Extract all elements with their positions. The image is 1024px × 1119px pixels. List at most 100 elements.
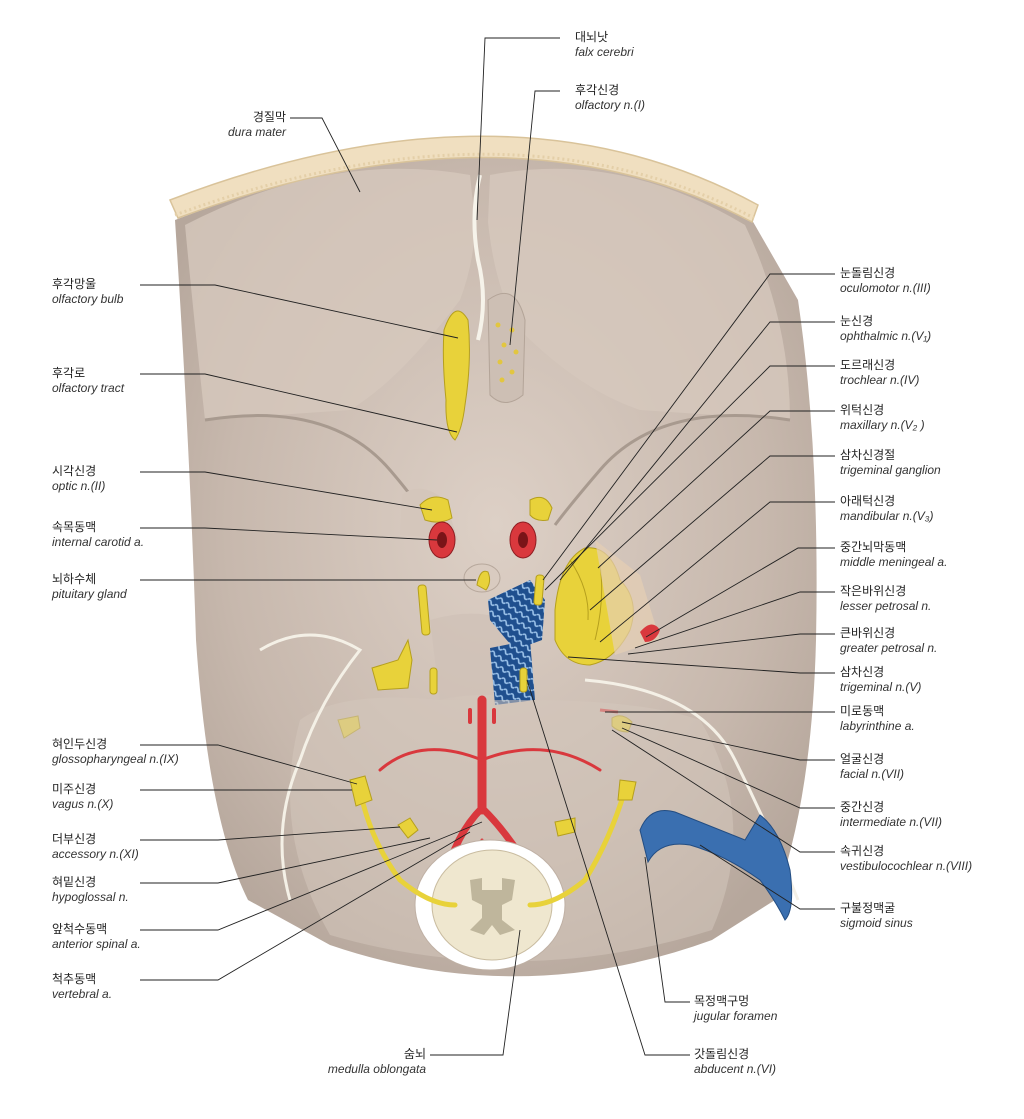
label-kr: 눈신경 bbox=[840, 314, 874, 328]
leader-lines bbox=[140, 37, 835, 1056]
label-kr: 목정맥구멍 bbox=[694, 994, 750, 1008]
cavernous-sinus bbox=[488, 580, 545, 650]
olfactory-foramina bbox=[495, 322, 519, 383]
anterior-cranial-fossa bbox=[185, 168, 475, 420]
label-en: olfactory bulb bbox=[52, 292, 124, 306]
label-lesser-petrosal: 작은바위신경 lesser petrosal n. bbox=[840, 584, 931, 614]
label-mandibular: 아래턱신경 mandibular n.(V₃) bbox=[840, 494, 933, 524]
label-kr: 후각망울 bbox=[52, 277, 97, 291]
label-en: internal carotid a. bbox=[52, 535, 145, 549]
label-ophthalmic: 눈신경 ophthalmic n.(V₁) bbox=[840, 314, 931, 344]
label-kr: 숨뇌 bbox=[403, 1047, 426, 1061]
label-abducent: 갓돌림신경 abducent n.(VI) bbox=[694, 1047, 776, 1077]
label-kr: 혀밑신경 bbox=[52, 875, 97, 889]
label-kr: 대뇌낫 bbox=[575, 30, 609, 44]
label-en: abducent n.(VI) bbox=[694, 1062, 777, 1076]
label-kr: 앞척수동맥 bbox=[52, 922, 108, 936]
label-en: optic n.(II) bbox=[52, 479, 106, 493]
label-en: ophthalmic n.(V₁) bbox=[840, 329, 932, 343]
posterior-cranial-fossa bbox=[290, 697, 734, 962]
label-en: oculomotor n.(III) bbox=[840, 281, 931, 295]
label-oculomotor: 눈돌림신경 oculomotor n.(III) bbox=[840, 266, 931, 296]
label-en: accessory n.(XI) bbox=[52, 847, 139, 861]
label-trochlear: 도르래신경 trochlear n.(IV) bbox=[840, 358, 919, 388]
label-vertebral: 척추동맥 vertebral a. bbox=[52, 972, 112, 1002]
label-middle-meningeal: 중간뇌막동맥 middle meningeal a. bbox=[840, 540, 947, 570]
label-kr: 눈돌림신경 bbox=[840, 266, 896, 280]
label-accessory: 더부신경 accessory n.(XI) bbox=[52, 832, 139, 862]
label-kr: 얼굴신경 bbox=[840, 752, 885, 766]
label-kr: 척추동맥 bbox=[52, 972, 97, 986]
label-en: dura mater bbox=[227, 125, 286, 139]
label-olfactory-bulb: 후각망울 olfactory bulb bbox=[52, 277, 123, 307]
label-en: trigeminal ganglion bbox=[840, 463, 941, 477]
label-kr: 위턱신경 bbox=[840, 403, 885, 417]
label-en: medulla oblongata bbox=[327, 1062, 426, 1076]
label-kr: 속목동맥 bbox=[52, 520, 97, 534]
label-vestibulocochlear: 속귀신경 vestibulocochlear n.(VIII) bbox=[840, 844, 972, 874]
label-pituitary: 뇌하수체 pituitary gland bbox=[52, 572, 127, 602]
lower-cranial-nerves bbox=[357, 787, 628, 908]
label-optic-nerve: 시각신경 optic n.(II) bbox=[52, 464, 105, 494]
label-kr: 중간뇌막동맥 bbox=[840, 540, 907, 554]
label-kr: 미주신경 bbox=[52, 782, 97, 796]
label-glossopharyngeal: 혀인두신경 glossopharyngeal n.(IX) bbox=[52, 737, 179, 767]
middle-meningeal-artery bbox=[640, 624, 660, 642]
label-en: pituitary gland bbox=[52, 587, 127, 601]
label-en: facial n.(VII) bbox=[840, 767, 905, 781]
middle-fossa-dura-flap bbox=[595, 540, 660, 655]
label-olfactory-tract: 후각로 olfactory tract bbox=[52, 366, 124, 396]
label-en: vestibulocochlear n.(VIII) bbox=[840, 859, 973, 873]
label-anterior-spinal: 앞척수동맥 anterior spinal a. bbox=[52, 922, 141, 952]
label-kr: 혀인두신경 bbox=[52, 737, 108, 751]
label-greater-petrosal: 큰바위신경 greater petrosal n. bbox=[840, 626, 937, 656]
label-en: sigmoid sinus bbox=[840, 916, 913, 930]
label-kr: 후각로 bbox=[52, 366, 86, 380]
label-en: jugular foramen bbox=[694, 1009, 778, 1023]
olfactory-bulb bbox=[442, 310, 470, 441]
optic-nerve-right bbox=[529, 496, 553, 521]
label-en: trochlear n.(IV) bbox=[840, 373, 920, 387]
label-kr: 경질막 bbox=[252, 110, 286, 124]
label-intermediate: 중간신경 intermediate n.(VII) bbox=[840, 800, 942, 830]
label-medulla: 숨뇌 medulla oblongata bbox=[310, 1047, 426, 1077]
label-trigeminal-ganglion: 삼차신경절 trigeminal ganglion bbox=[840, 448, 941, 478]
label-dura-mater: 경질막 dura mater bbox=[200, 110, 286, 140]
label-en: greater petrosal n. bbox=[840, 641, 938, 655]
calvaria-rim bbox=[168, 135, 759, 224]
label-kr: 도르래신경 bbox=[840, 358, 896, 372]
label-kr: 후각신경 bbox=[575, 83, 620, 97]
label-falx-cerebri: 대뇌낫 falx cerebri bbox=[575, 30, 634, 60]
label-en: intermediate n.(VII) bbox=[840, 815, 943, 829]
label-kr: 갓돌림신경 bbox=[694, 1047, 750, 1061]
cribriform-plate bbox=[487, 292, 526, 403]
label-kr: 작은바위신경 bbox=[840, 584, 907, 598]
label-facial: 얼굴신경 facial n.(VII) bbox=[840, 752, 904, 782]
label-kr: 더부신경 bbox=[52, 832, 97, 846]
label-vagus: 미주신경 vagus n.(X) bbox=[52, 782, 113, 812]
label-sigmoid-sinus: 구불정맥굴 sigmoid sinus bbox=[840, 901, 913, 931]
label-en: mandibular n.(V₃) bbox=[840, 509, 934, 523]
label-en: vagus n.(X) bbox=[52, 797, 114, 811]
label-labyrinthine: 미로동맥 labyrinthine a. bbox=[840, 704, 915, 734]
label-en: trigeminal n.(V) bbox=[840, 680, 922, 694]
label-trigeminal-nerve: 삼차신경 trigeminal n.(V) bbox=[840, 665, 921, 695]
label-en: falx cerebri bbox=[575, 45, 634, 59]
label-en: anterior spinal a. bbox=[52, 937, 141, 951]
label-en: lesser petrosal n. bbox=[840, 599, 932, 613]
label-kr: 큰바위신경 bbox=[840, 626, 896, 640]
label-hypoglossal: 혀밑신경 hypoglossal n. bbox=[52, 875, 129, 905]
label-kr: 삼차신경절 bbox=[840, 448, 896, 462]
label-en: olfactory tract bbox=[52, 381, 125, 395]
falx-cerebri bbox=[472, 174, 485, 341]
label-en: maxillary n.(V₂ ) bbox=[840, 418, 925, 432]
label-en: olfactory n.(I) bbox=[575, 98, 646, 112]
label-kr: 시각신경 bbox=[52, 464, 97, 478]
label-kr: 뇌하수체 bbox=[52, 572, 97, 586]
sigmoid-sinus bbox=[639, 810, 793, 921]
label-kr: 속귀신경 bbox=[840, 844, 885, 858]
label-kr: 구불정맥굴 bbox=[840, 901, 896, 915]
label-kr: 아래턱신경 bbox=[840, 494, 896, 508]
label-en: hypoglossal n. bbox=[52, 890, 129, 904]
